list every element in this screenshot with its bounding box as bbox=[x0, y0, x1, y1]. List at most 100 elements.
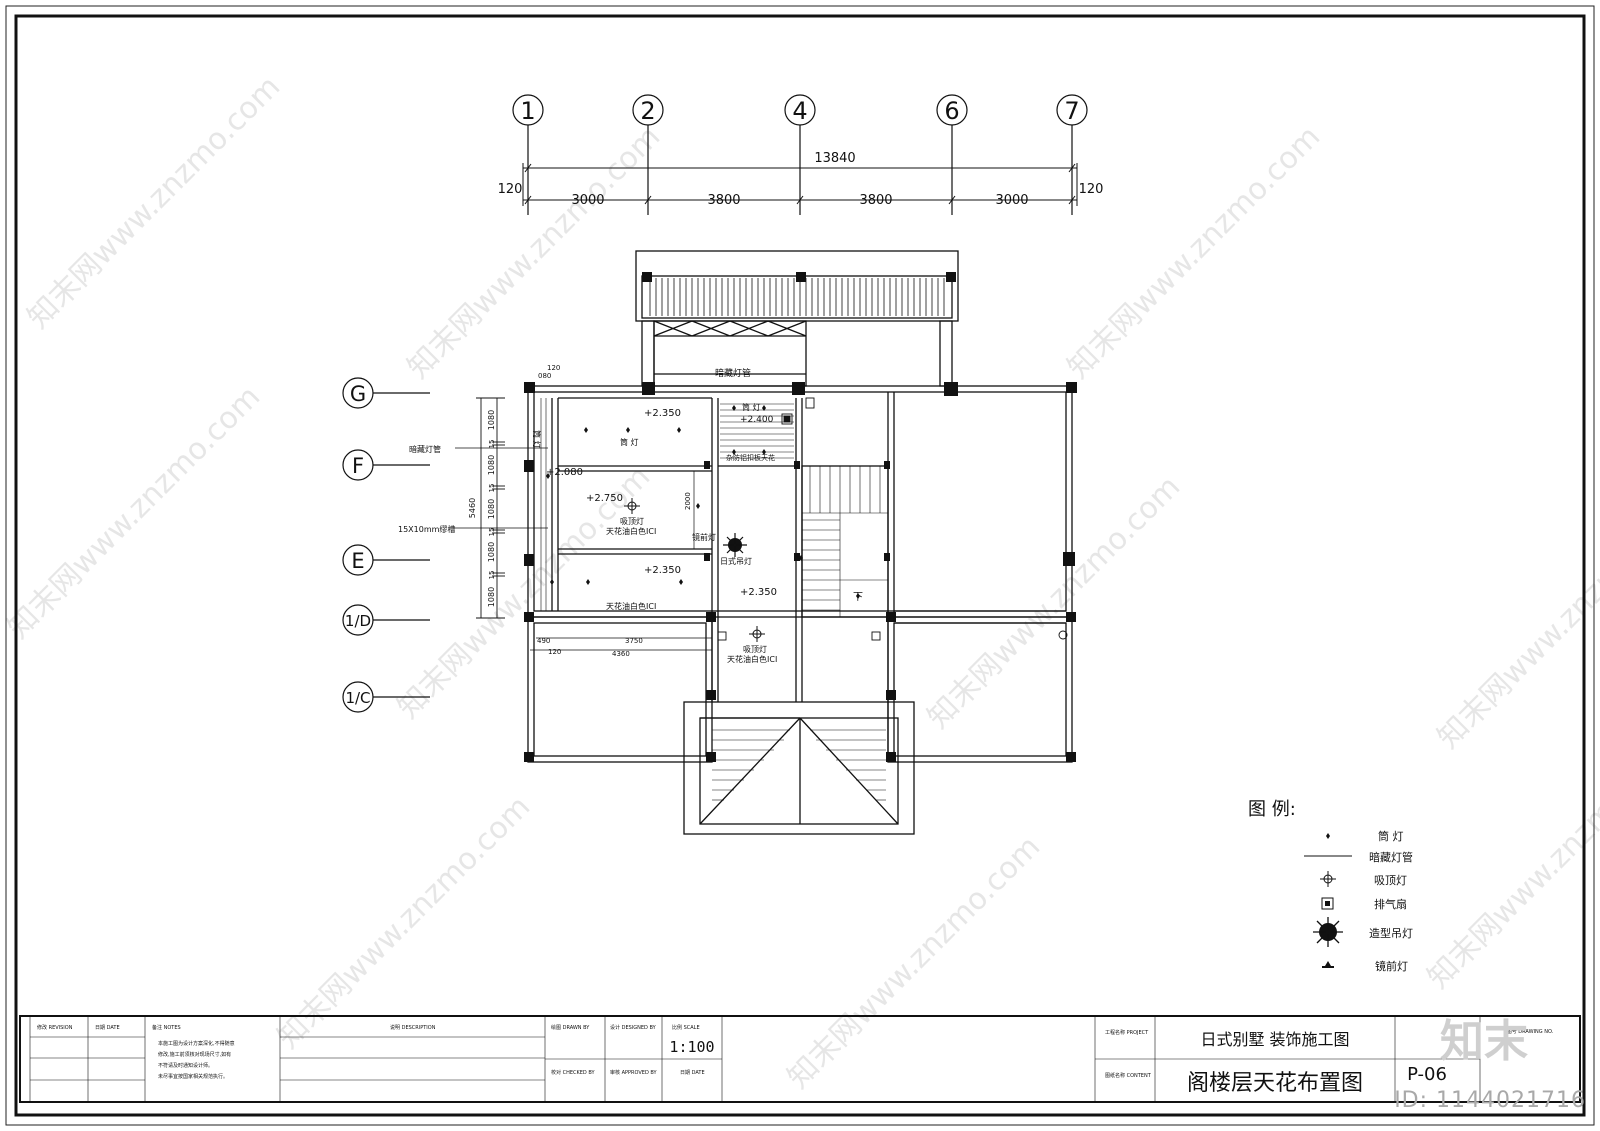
downlight-icon bbox=[550, 579, 554, 585]
label-paint-c: 天花油白色ICI bbox=[606, 526, 656, 536]
axis-label: 2 bbox=[640, 97, 655, 125]
axis-label: E bbox=[351, 549, 364, 573]
watermark-text: 知末网www.znzmo.com bbox=[1, 379, 267, 645]
brand-watermark: 知末 bbox=[1440, 1016, 1528, 1067]
dim-vertical-part: 1080 bbox=[487, 410, 496, 430]
dim-vertical-part: 15 bbox=[488, 440, 496, 449]
downlight-icon bbox=[677, 427, 681, 433]
dim-small: 080 bbox=[538, 372, 551, 380]
tb-revision: 修改 REVISION bbox=[37, 1024, 73, 1031]
axis-label: G bbox=[350, 382, 366, 406]
elevation-c: +2.750 bbox=[586, 493, 623, 504]
dim-overall: 13840 bbox=[814, 151, 855, 166]
tb-checked: 校对 CHECKED BY bbox=[551, 1069, 596, 1076]
legend-label: 暗藏灯管 bbox=[1369, 850, 1413, 864]
elevation-b: +2.080 bbox=[546, 467, 583, 478]
label-bath-ceiling: 杂防铝扣板天花 bbox=[726, 453, 775, 462]
label-stair-down: 下 bbox=[853, 592, 863, 603]
bathroom-ceiling-hatch bbox=[720, 403, 794, 459]
watermark-text: 知末网www.znzmo.com bbox=[1431, 489, 1600, 755]
dim-vertical-part: 15 bbox=[488, 528, 496, 537]
pendant-lamp-fixture bbox=[723, 533, 747, 557]
tb-approved: 审核 APPROVED BY bbox=[610, 1069, 658, 1076]
legend-label: 排气扇 bbox=[1374, 897, 1407, 911]
image-id-label: ID: 1144021716 bbox=[1394, 1088, 1586, 1113]
dim-edge-right: 120 bbox=[1079, 182, 1104, 197]
legend-label: 吸顶灯 bbox=[1374, 874, 1407, 887]
dim-vertical-part: 1080 bbox=[487, 455, 496, 475]
tb-project: 日式别墅 装饰施工图 bbox=[1200, 1030, 1349, 1049]
pendant-lamp-icon bbox=[1313, 917, 1343, 947]
top-grid-axis-labels: 1 2 4 6 7 bbox=[520, 97, 1079, 125]
dim-small: 2000 bbox=[684, 492, 692, 510]
inner-border bbox=[14, 14, 1586, 1117]
downlight-icon bbox=[626, 427, 630, 433]
downlight-icon bbox=[762, 405, 766, 411]
label-paint-e: 天花油白色ICI bbox=[727, 654, 777, 664]
elevation-d: +2.350 bbox=[644, 565, 681, 576]
dim-segment: 3000 bbox=[995, 193, 1028, 208]
dim-small: 3750 bbox=[625, 637, 643, 645]
downlight-icon bbox=[546, 473, 550, 479]
left-dimension-lines bbox=[476, 397, 505, 619]
structural-columns bbox=[524, 272, 1077, 762]
ceiling-lamp-fixtures bbox=[624, 498, 765, 642]
elevation-a: +2.350 bbox=[644, 408, 681, 419]
axis-label: 1 bbox=[520, 97, 535, 125]
tb-notes-line: 本施工图为设计方案深化,不得随意 bbox=[158, 1040, 235, 1047]
tb-description: 说明 DESCRIPTION bbox=[390, 1024, 436, 1031]
ceiling-lamp-icon bbox=[749, 626, 765, 642]
label-ceiling-lamp-e: 吸顶灯 bbox=[743, 644, 767, 654]
label-downlight-a: 筒 灯 bbox=[620, 437, 639, 447]
downlight-icon bbox=[696, 503, 700, 509]
tb-scale: 1:100 bbox=[669, 1038, 714, 1056]
ceiling-lamp-icon bbox=[1320, 871, 1336, 887]
tb-number-label: 图号 DRAWING NO. bbox=[1507, 1029, 1554, 1035]
dim-vertical-part: 1080 bbox=[487, 542, 496, 562]
exhaust-fan-icon bbox=[1321, 897, 1334, 910]
interior-dimension-lines bbox=[530, 471, 712, 651]
ceiling-lamp-icon bbox=[624, 498, 640, 514]
watermark-text: 知末网www.znzmo.com bbox=[21, 69, 287, 335]
staircase bbox=[802, 466, 888, 617]
watermark-layer: 知末网www.znzmo.com 知末网www.znzmo.com 知末网www… bbox=[1, 69, 1600, 1095]
downlight-icon bbox=[856, 593, 860, 599]
exhaust-fan-icon bbox=[781, 413, 793, 425]
tb-drawing-label: 图纸名称 CONTENT bbox=[1105, 1072, 1152, 1079]
tb-note: 备注 NOTES bbox=[152, 1024, 181, 1031]
callout-groove: 15X10mm缪槽 bbox=[398, 524, 455, 534]
label-pendant: 日式吊灯 bbox=[720, 556, 752, 566]
legend-label: 筒 灯 bbox=[1378, 829, 1404, 843]
legend: 图 例: 筒 灯 暗藏灯管 吸顶灯 排气扇 造型吊灯 镜前灯 bbox=[1248, 799, 1413, 973]
axis-label: 4 bbox=[792, 97, 807, 125]
callout-hidden-tube: 暗藏灯管 bbox=[409, 444, 441, 454]
label-bath-downlight: 筒 灯 bbox=[742, 402, 761, 412]
left-grid-axes bbox=[342, 377, 430, 713]
legend-label: 造型吊灯 bbox=[1369, 926, 1413, 940]
watermark-text: 知末网www.znzmo.com bbox=[921, 469, 1187, 735]
dim-vertical-part: 1080 bbox=[487, 587, 496, 607]
downlight-icon bbox=[762, 449, 766, 455]
watermark-text: 知末网www.znzmo.com bbox=[781, 829, 1047, 1095]
watermark-text: 知末网www.znzmo.com bbox=[1421, 729, 1600, 995]
tb-design: 设计 DESIGNED BY bbox=[610, 1024, 657, 1031]
title-block bbox=[19, 1015, 1581, 1103]
elevation-e: +2.350 bbox=[740, 587, 777, 598]
top-dimension-lines bbox=[522, 163, 1078, 206]
tb-scale-label: 比例 SCALE bbox=[672, 1024, 700, 1031]
legend-label: 镜前灯 bbox=[1375, 959, 1408, 973]
downlight-fixtures bbox=[546, 405, 860, 599]
tb-project-label: 工程名称 PROJECT bbox=[1105, 1029, 1149, 1036]
floor-plan bbox=[527, 250, 1073, 835]
dim-vertical-part: 15 bbox=[488, 484, 496, 493]
dim-vertical-total: 5460 bbox=[468, 498, 477, 518]
tb-notes-line: 修改,施工前须核对现场尺寸,如有 bbox=[158, 1051, 231, 1058]
axis-label: F bbox=[352, 454, 364, 478]
exhaust-fans bbox=[717, 397, 1068, 641]
dim-segment: 3800 bbox=[707, 193, 740, 208]
dim-small: 120 bbox=[547, 364, 560, 372]
axis-label: 1/D bbox=[345, 612, 371, 630]
axis-label: 7 bbox=[1064, 97, 1079, 125]
dim-segment: 3000 bbox=[571, 193, 604, 208]
